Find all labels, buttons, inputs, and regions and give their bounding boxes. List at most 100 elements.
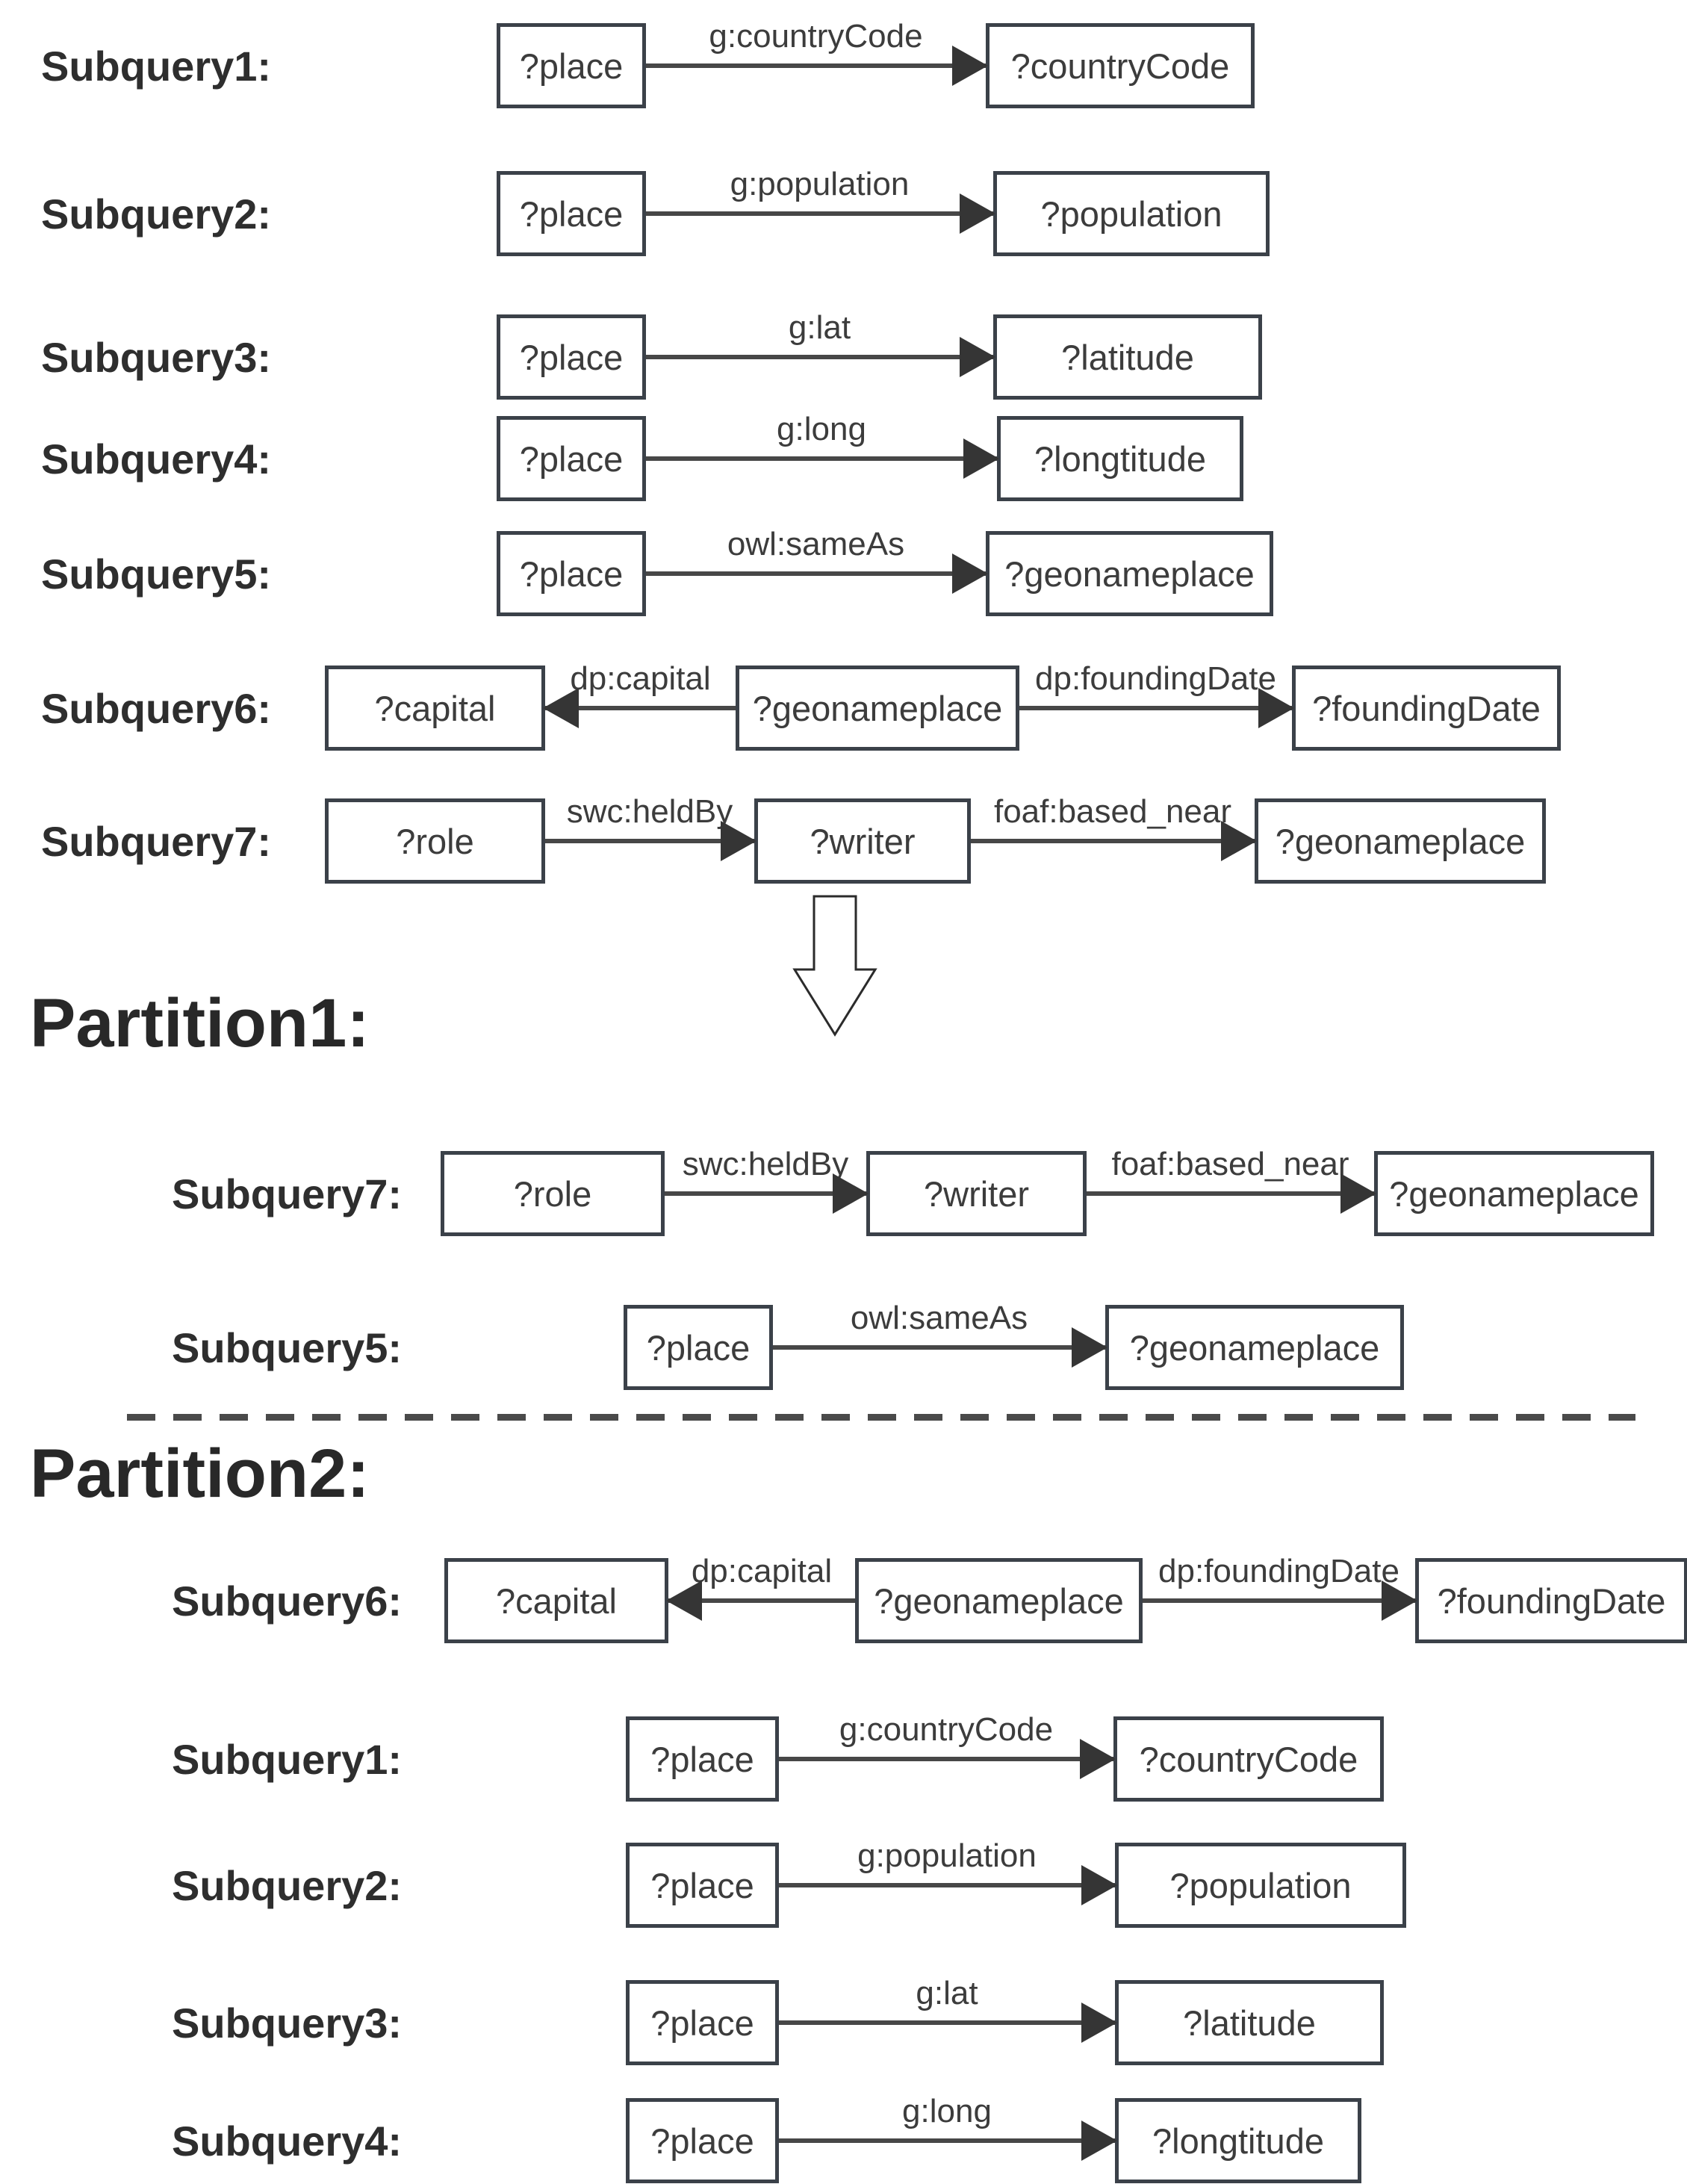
dashed-separator (127, 1414, 1635, 1421)
edge-label: g:countryCode (839, 1711, 1054, 1748)
edge-label: swc:heldBy (682, 1146, 849, 1182)
node-countrycode: ?countryCode (986, 23, 1255, 108)
node-geonameplace: ?geonameplace (1374, 1151, 1654, 1236)
arrow-right-icon (1143, 1598, 1415, 1603)
edge-g-long: g:long (646, 411, 997, 502)
edge-g-countrycode: g:countryCode (779, 1711, 1113, 1802)
edge-dp-foundingdate: dp:foundingDate (1019, 660, 1292, 751)
edge-foaf-based-near: foaf:based_near (1087, 1146, 1374, 1237)
node-place: ?place (624, 1305, 773, 1390)
arrow-right-icon (665, 1191, 866, 1196)
partition2-subquery6-row: Subquery6: ?capital dp:capital ?geonamep… (0, 1553, 1687, 1644)
partition1-subquery5-row: Subquery5: ?place owl:sameAs ?geonamepla… (0, 1300, 1687, 1391)
arrow-right-icon (779, 2020, 1115, 2025)
node-longtitude: ?longtitude (1115, 2098, 1361, 2183)
edge-g-lat: g:lat (646, 309, 993, 400)
node-place: ?place (497, 171, 646, 256)
edge-label: foaf:based_near (1111, 1146, 1349, 1182)
edge-label: g:countryCode (709, 18, 923, 55)
subquery7-row: Subquery7: ?role swc:heldBy ?writer foaf… (0, 793, 1687, 884)
partition2-heading: Partition2: (30, 1436, 370, 1512)
down-arrow-icon (792, 895, 877, 1037)
arrow-right-icon (646, 571, 986, 576)
subquery5-row: Subquery5: ?place owl:sameAs ?geonamepla… (0, 526, 1687, 617)
subquery3-label: Subquery3: (172, 1999, 403, 2047)
arrow-right-icon (646, 456, 997, 461)
node-geonameplace: ?geonameplace (986, 531, 1273, 616)
arrow-right-icon (779, 2138, 1115, 2143)
node-place: ?place (626, 2098, 779, 2183)
subquery1-label: Subquery1: (172, 1735, 403, 1783)
node-geonameplace: ?geonameplace (1105, 1305, 1404, 1390)
partition1-heading: Partition1: (30, 985, 370, 1061)
arrow-right-icon (545, 839, 754, 843)
edge-foaf-based-near: foaf:based_near (971, 793, 1255, 884)
node-writer: ?writer (866, 1151, 1087, 1236)
arrow-right-icon (1019, 706, 1292, 710)
node-population: ?population (1115, 1843, 1406, 1928)
edge-label: dp:capital (691, 1553, 833, 1589)
node-place: ?place (497, 531, 646, 616)
edge-g-population: g:population (646, 166, 993, 257)
node-geonameplace: ?geonameplace (736, 666, 1019, 751)
edge-dp-capital: dp:capital (545, 660, 736, 751)
subquery3-row: Subquery3: ?place g:lat ?latitude (0, 309, 1687, 400)
node-latitude: ?latitude (993, 314, 1262, 400)
partition2-subquery1-row: Subquery1: ?place g:countryCode ?country… (0, 1711, 1687, 1802)
edge-label: foaf:based_near (993, 793, 1232, 830)
arrow-right-icon (646, 63, 986, 68)
subquery4-row: Subquery4: ?place g:long ?longtitude (0, 411, 1687, 502)
edge-label: dp:foundingDate (1035, 660, 1276, 697)
subquery1-label: Subquery1: (41, 42, 272, 90)
arrow-left-icon (545, 706, 736, 710)
node-geonameplace: ?geonameplace (855, 1558, 1143, 1643)
edge-swc-heldby: swc:heldBy (545, 793, 754, 884)
subquery4-label: Subquery4: (41, 435, 272, 483)
subquery4-label: Subquery4: (172, 2117, 403, 2165)
subquery7-label: Subquery7: (172, 1170, 403, 1217)
node-place: ?place (626, 1980, 779, 2065)
arrow-right-icon (773, 1345, 1105, 1350)
subquery5-label: Subquery5: (41, 550, 272, 598)
edge-label: g:lat (788, 309, 851, 346)
node-place: ?place (626, 1843, 779, 1928)
edge-label: g:population (730, 166, 910, 202)
node-capital: ?capital (325, 666, 545, 751)
edge-label: swc:heldBy (566, 793, 733, 830)
edge-owl-sameas: owl:sameAs (646, 526, 986, 617)
edge-g-lat: g:lat (779, 1975, 1115, 2066)
node-geonameplace: ?geonameplace (1255, 798, 1546, 884)
arrow-right-icon (1087, 1191, 1374, 1196)
edge-label: g:lat (916, 1975, 978, 2011)
edge-owl-sameas: owl:sameAs (773, 1300, 1105, 1391)
node-place: ?place (497, 314, 646, 400)
node-role: ?role (325, 798, 545, 884)
node-place: ?place (497, 416, 646, 501)
arrow-left-icon (668, 1598, 855, 1603)
edge-dp-capital: dp:capital (668, 1553, 855, 1644)
node-foundingdate: ?foundingDate (1415, 1558, 1687, 1643)
subquery1-row: Subquery1: ?place g:countryCode ?country… (0, 18, 1687, 109)
partition2-subquery3-row: Subquery3: ?place g:lat ?latitude (0, 1975, 1687, 2066)
subquery2-row: Subquery2: ?place g:population ?populati… (0, 166, 1687, 257)
subquery6-label: Subquery6: (172, 1577, 403, 1625)
node-foundingdate: ?foundingDate (1292, 666, 1561, 751)
subquery2-label: Subquery2: (172, 1861, 403, 1909)
node-writer: ?writer (754, 798, 971, 884)
subquery2-label: Subquery2: (41, 190, 272, 238)
node-population: ?population (993, 171, 1270, 256)
edge-swc-heldby: swc:heldBy (665, 1146, 866, 1237)
arrow-right-icon (779, 1757, 1113, 1761)
node-longtitude: ?longtitude (997, 416, 1243, 501)
subquery6-label: Subquery6: (41, 684, 272, 732)
partition2-subquery4-row: Subquery4: ?place g:long ?longtitude (0, 2093, 1687, 2184)
edge-label: g:population (857, 1837, 1037, 1874)
edge-label: owl:sameAs (850, 1300, 1028, 1336)
subquery5-label: Subquery5: (172, 1324, 403, 1371)
edge-label: dp:foundingDate (1158, 1553, 1399, 1589)
edge-label: g:long (902, 2093, 992, 2129)
arrow-right-icon (646, 211, 993, 216)
node-place: ?place (497, 23, 646, 108)
arrow-right-icon (779, 1883, 1115, 1887)
edge-label: g:long (777, 411, 866, 447)
